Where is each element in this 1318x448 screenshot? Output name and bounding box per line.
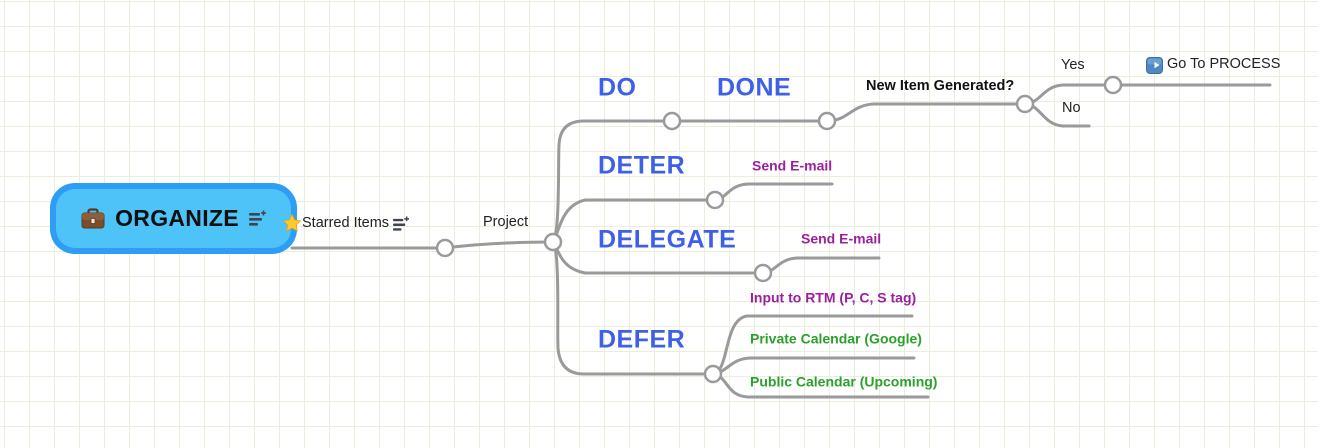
node-new-item-generated[interactable]: New Item Generated? [866, 78, 1015, 95]
junction-delegate[interactable] [753, 263, 773, 283]
star-icon [282, 213, 302, 232]
edge-done-newitem [825, 102, 1027, 123]
edge-delegate-sendemail [761, 256, 881, 275]
edge-starred-project [443, 240, 555, 250]
notes-icon[interactable] [248, 210, 267, 227]
node-public-calendar[interactable]: Public Calendar (Upcoming) [750, 373, 938, 390]
node-starred-items[interactable]: Starred Items [302, 215, 390, 232]
notes-icon[interactable] [392, 216, 410, 232]
node-private-calendar[interactable]: Private Calendar (Google) [750, 330, 922, 347]
blue-arrow-icon [1146, 57, 1163, 74]
junction-defer[interactable] [703, 364, 723, 384]
edge-project-defer [551, 240, 715, 376]
node-do[interactable]: DO [598, 73, 637, 102]
node-input-rtm[interactable]: Input to RTM (P, C, S tag) [750, 289, 917, 306]
junction-starred[interactable] [435, 238, 455, 258]
node-delegate[interactable]: DELEGATE [598, 225, 737, 254]
edge-deter-sendemail [713, 182, 834, 202]
node-done[interactable]: DONE [717, 73, 792, 102]
node-send-email-delegate[interactable]: Send E-mail [801, 230, 882, 247]
briefcase-icon [80, 206, 106, 232]
node-organize[interactable]: ORGANIZE [50, 183, 297, 254]
node-send-email-deter[interactable]: Send E-mail [752, 157, 833, 174]
node-organize-body[interactable]: ORGANIZE [56, 189, 291, 248]
junction-yes[interactable] [1103, 75, 1123, 95]
edge-defer-privatecal [711, 356, 916, 376]
junction-deter[interactable] [705, 190, 725, 210]
node-organize-label: ORGANIZE [115, 205, 239, 231]
node-defer[interactable]: DEFER [598, 325, 686, 354]
node-deter[interactable]: DETER [598, 151, 686, 180]
junction-do[interactable] [662, 111, 682, 131]
node-yes[interactable]: Yes [1061, 57, 1085, 74]
node-project[interactable]: Project [483, 214, 529, 231]
junction-done[interactable] [817, 111, 837, 131]
edge-project-do-done [551, 119, 829, 244]
junction-newitem[interactable] [1015, 94, 1035, 114]
junction-project[interactable] [543, 232, 563, 252]
node-go-to-process[interactable]: Go To PROCESS [1167, 56, 1281, 73]
node-no[interactable]: No [1062, 100, 1081, 117]
